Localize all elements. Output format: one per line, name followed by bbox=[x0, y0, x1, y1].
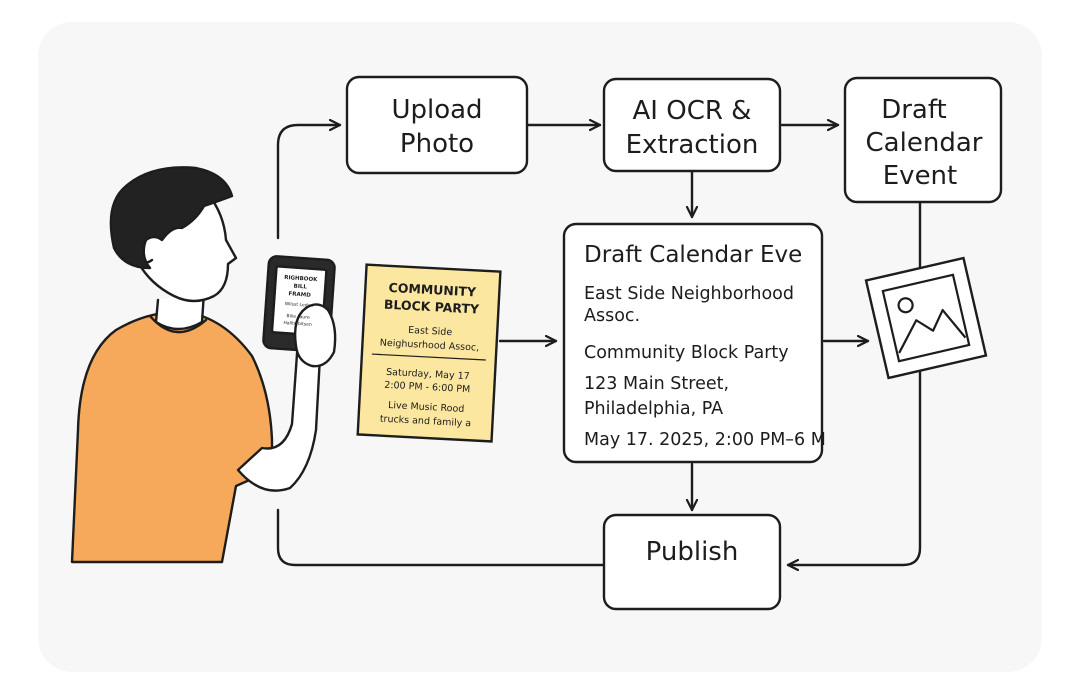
draft-event-card: Draft Calendar Eve East Side Neighborhoo… bbox=[562, 222, 826, 464]
node-draft-calendar-event: Draft Calendar Event bbox=[843, 76, 1003, 204]
flyer-title-2: BLOCK PARTY bbox=[384, 297, 481, 317]
phone-screen-text: RIGHBOOK BILL FRAMD Wilsst Ledon Bilie F… bbox=[283, 275, 318, 328]
phone-text-6: Halite bitsen bbox=[283, 320, 312, 328]
phone-text-1: RIGHBOOK bbox=[284, 275, 318, 283]
ai-ocr-line-2: Extraction bbox=[626, 130, 759, 160]
person-holding-phone-icon bbox=[70, 166, 337, 564]
flyer-title-1: COMMUNITY bbox=[388, 280, 477, 300]
event-card-address-1: 123 Main Street, bbox=[584, 374, 729, 394]
upload-photo-line-1: Upload bbox=[391, 95, 482, 125]
flyer-date-2: 2:00 PM - 6:00 PM bbox=[384, 380, 470, 395]
person-hair bbox=[109, 166, 234, 270]
phone-text-4: Wilsst Ledon bbox=[285, 301, 314, 309]
image-placeholder-icon bbox=[864, 256, 988, 380]
person-shirt bbox=[70, 310, 274, 564]
ai-ocr-line-1: AI OCR & bbox=[633, 96, 752, 126]
draft-event-line-2: Calendar bbox=[866, 128, 983, 158]
node-ai-ocr: AI OCR & Extraction bbox=[602, 77, 782, 173]
draft-event-line-3: Event bbox=[883, 161, 957, 191]
flyer-details-2: trucks and family a bbox=[380, 414, 472, 430]
event-card-org-1: East Side Neighborhood bbox=[584, 284, 794, 304]
draft-event-line-1: Draft bbox=[881, 95, 947, 125]
person-collar bbox=[148, 314, 208, 334]
person-hand bbox=[293, 303, 337, 368]
flyer-details-1: Live Music Rood bbox=[388, 400, 465, 415]
flyer-divider bbox=[371, 353, 486, 361]
event-card-org-2: Assoc. bbox=[584, 306, 640, 326]
block-party-flyer: COMMUNITY BLOCK PARTY East Side Neighusr… bbox=[356, 263, 502, 443]
node-publish: Publish bbox=[602, 513, 782, 611]
event-card-datetime: May 17. 2025, 2:00 PM–6 M bbox=[584, 430, 826, 450]
upload-photo-line-2: Photo bbox=[400, 129, 474, 159]
arrow-person-to-upload bbox=[276, 125, 342, 240]
line-person-to-publish bbox=[276, 508, 606, 567]
event-card-name: Community Block Party bbox=[584, 343, 789, 363]
phone-text-3: FRAMD bbox=[288, 291, 311, 299]
event-card-address-2: Philadelphia, PA bbox=[584, 399, 723, 419]
person-forearm bbox=[236, 338, 322, 492]
flyer-org-1: East Side bbox=[408, 325, 453, 338]
arrow-draft-to-publish bbox=[786, 370, 922, 565]
flyer-date-1: Saturday, May 17 bbox=[386, 367, 470, 382]
flyer-org-2: Neighusrhood Assoc, bbox=[379, 337, 479, 353]
event-card-title: Draft Calendar Eve bbox=[584, 242, 802, 268]
publish-label: Publish bbox=[646, 537, 739, 567]
node-upload-photo: Upload Photo bbox=[345, 75, 529, 175]
phone-text-5: Bilie Faure bbox=[286, 313, 310, 321]
phone-text-2: BILL bbox=[293, 284, 307, 291]
